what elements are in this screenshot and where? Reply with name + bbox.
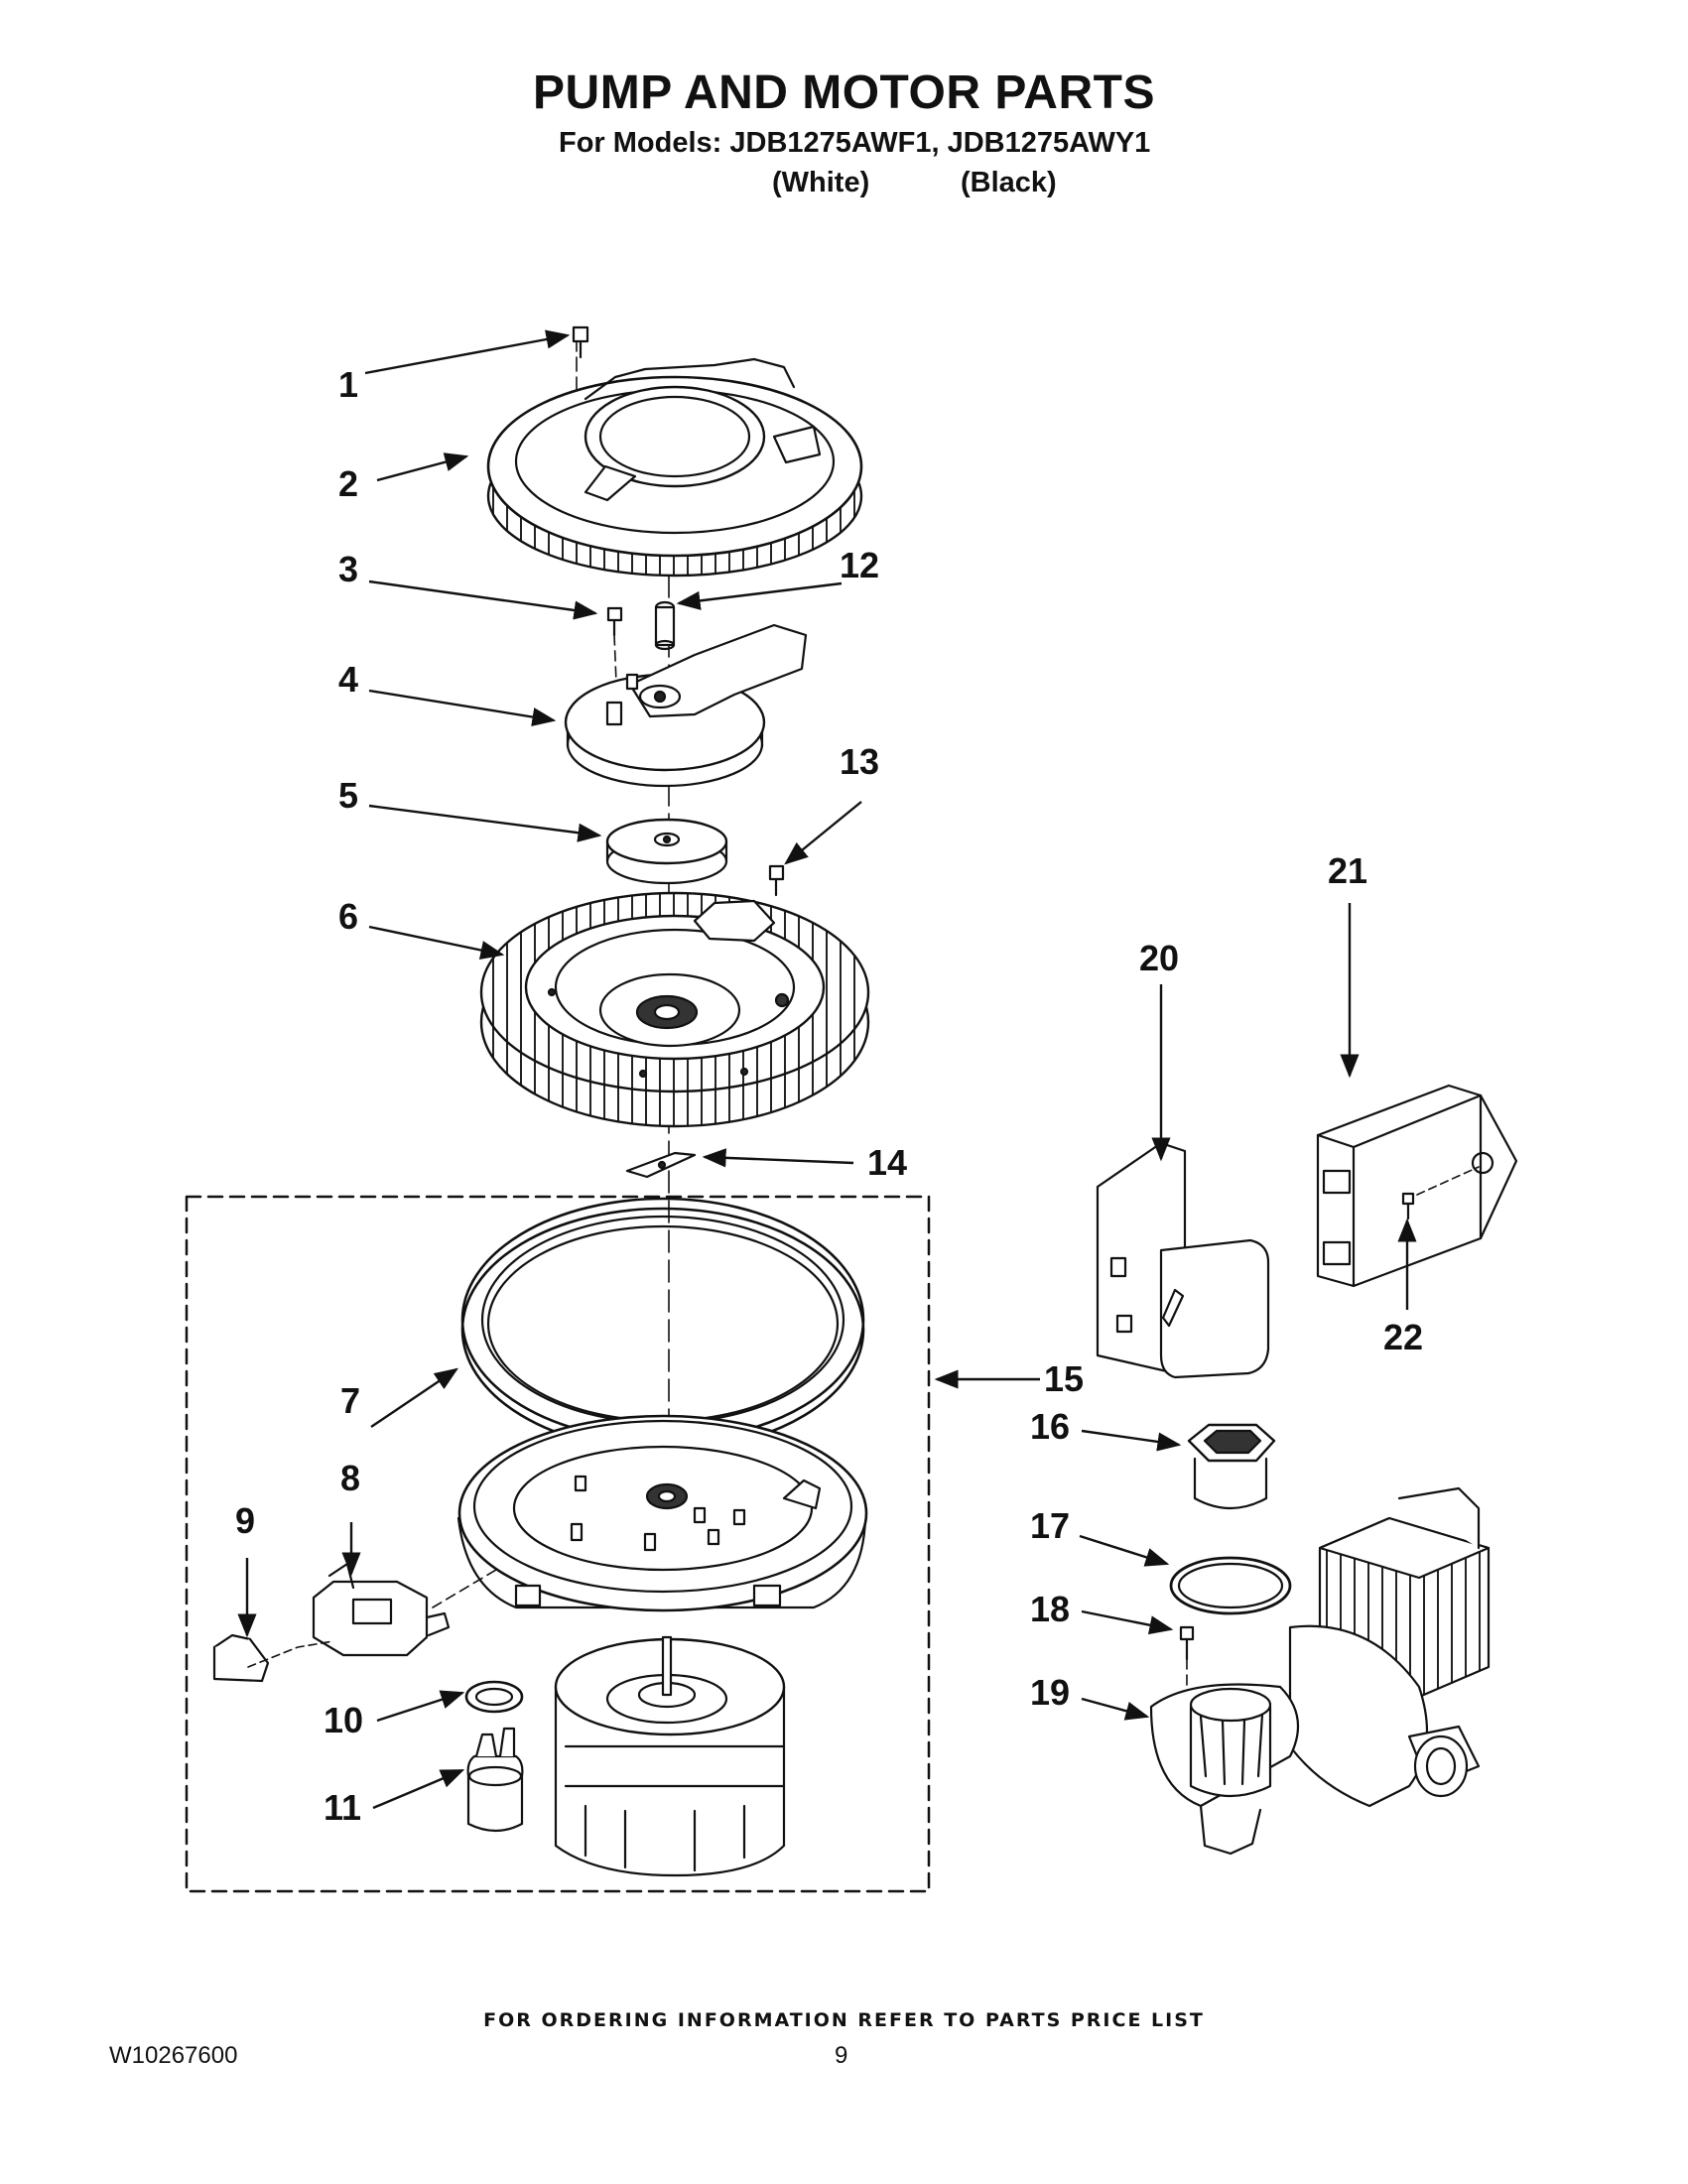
callout-labels: 1 2 3 4 5 6 7 8 9 10 11 12 13 14 15 16 1… bbox=[235, 364, 1423, 1828]
callout-20: 20 bbox=[1139, 938, 1179, 978]
callout-3: 3 bbox=[338, 549, 358, 589]
part-9-flap bbox=[212, 1633, 334, 1683]
part-6-finned-base bbox=[479, 891, 870, 1128]
callout-9: 9 bbox=[235, 1500, 255, 1541]
part-19-drain-pump bbox=[1149, 1486, 1491, 1856]
callout-8: 8 bbox=[340, 1458, 360, 1498]
variant-black: (Black) bbox=[961, 167, 1057, 198]
callout-17: 17 bbox=[1030, 1505, 1070, 1546]
part-22-screw bbox=[1401, 1192, 1415, 1220]
motor bbox=[554, 1635, 786, 1877]
callout-21: 21 bbox=[1328, 850, 1367, 891]
callout-6: 6 bbox=[338, 896, 358, 937]
part-21-control-box bbox=[1316, 1084, 1518, 1288]
callout-12: 12 bbox=[840, 545, 879, 585]
ordering-note: FOR ORDERING INFORMATION REFER TO PARTS … bbox=[483, 2009, 1205, 2031]
callout-19: 19 bbox=[1030, 1672, 1070, 1713]
part-20-cover bbox=[1096, 1141, 1270, 1379]
leader-lines bbox=[237, 329, 1417, 1810]
callout-1: 1 bbox=[338, 364, 358, 405]
part-1-screw bbox=[572, 325, 589, 359]
part-4-pump-housing bbox=[564, 623, 808, 788]
callout-18: 18 bbox=[1030, 1589, 1070, 1629]
callout-7: 7 bbox=[340, 1380, 360, 1421]
document-number: W10267600 bbox=[109, 2042, 238, 2069]
assembly-box bbox=[185, 1195, 931, 1893]
part-3-screw bbox=[606, 606, 623, 707]
part-5-impeller bbox=[605, 818, 728, 885]
callout-5: 5 bbox=[338, 775, 358, 816]
part-16-adapter bbox=[1187, 1423, 1276, 1509]
part-13-screw bbox=[768, 864, 785, 897]
callout-2: 2 bbox=[338, 463, 358, 504]
part-11-sensor bbox=[466, 1727, 524, 1833]
part-8-sensor-bracket bbox=[312, 1562, 497, 1657]
variant-white: (White) bbox=[772, 167, 870, 198]
callout-14: 14 bbox=[867, 1142, 907, 1183]
part-10-o-ring bbox=[464, 1680, 524, 1714]
part-15-sump bbox=[456, 1414, 868, 1612]
part-2-filter-cover bbox=[486, 357, 863, 578]
models-line: For Models: JDB1275AWF1, JDB1275AWY1 bbox=[559, 127, 1151, 159]
part-17-o-ring bbox=[1169, 1556, 1292, 1615]
callout-10: 10 bbox=[324, 1700, 363, 1740]
callout-22: 22 bbox=[1383, 1317, 1423, 1357]
callout-4: 4 bbox=[338, 659, 358, 700]
part-12-pin bbox=[654, 600, 676, 651]
part-7-gasket-ring bbox=[460, 1197, 865, 1453]
callout-15: 15 bbox=[1044, 1358, 1084, 1399]
callout-11: 11 bbox=[324, 1787, 361, 1828]
part-14-clip bbox=[625, 1151, 697, 1179]
page-number: 9 bbox=[835, 2042, 848, 2069]
callout-13: 13 bbox=[840, 741, 879, 782]
page-title: PUMP AND MOTOR PARTS bbox=[533, 66, 1155, 119]
callout-16: 16 bbox=[1030, 1406, 1070, 1447]
